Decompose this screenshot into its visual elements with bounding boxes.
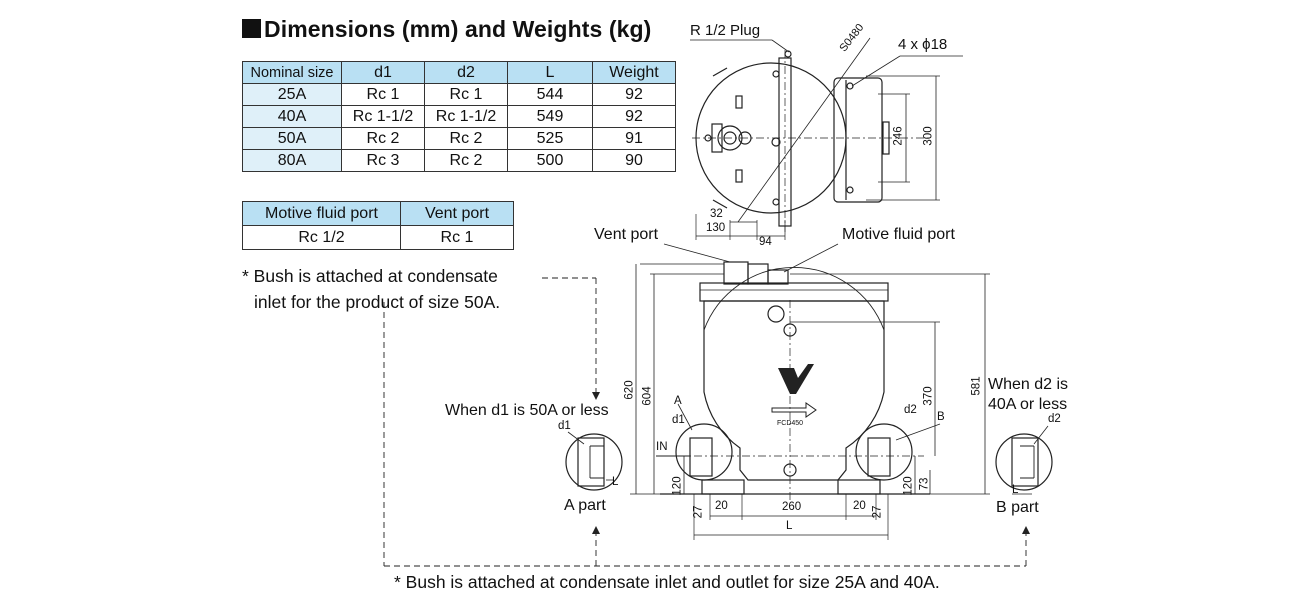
dim-73: 73 [918,477,931,491]
page-title: Dimensions (mm) and Weights (kg) [242,16,651,43]
motive-fluid-port-label: Motive fluid port [842,226,955,243]
header-motive-fluid-port: Motive fluid port [242,201,401,226]
dim-27-left: 27 [692,505,705,519]
dim-20-left: 20 [715,500,728,512]
label-b: B [937,411,945,423]
a-part-label: A part [564,497,606,514]
cell-weight: 90 [592,149,676,172]
cell-nominal-size: 80A [242,149,342,172]
holes-label: 4 x ϕ18 [898,36,948,53]
ports-table: Motive fluid port Vent port Rc 1/2 Rc 1 [242,201,514,250]
note-bush-50a-line2: inlet for the product of size 50A. [254,292,501,312]
label-d2-front: d2 [904,404,917,416]
front-view-top-flange [699,282,889,302]
label-a: A [674,395,682,407]
table-row: 40A Rc 1-1/2 Rc 1-1/2 549 92 [242,105,676,128]
dim-620: 620 [623,380,636,400]
header-d2: d2 [424,61,508,84]
cell-l: 549 [507,105,593,128]
label-l-b: L [1012,484,1019,496]
note-bush-50a-line1: * Bush is attached at condensate [242,266,498,286]
cell-d1: Rc 1-1/2 [341,105,425,128]
dim-l: L [786,520,793,532]
when-d1-label: When d1 is 50A or less [445,402,609,419]
b-part-label: B part [996,499,1039,516]
inlet-circle [675,423,733,481]
logo-text: FCD450 [777,420,804,427]
vent-port-label: Vent port [594,226,659,243]
cell-d2: Rc 2 [424,149,508,172]
cell-nominal-size: 40A [242,105,342,128]
cell-l: 544 [507,83,593,106]
plug-label: R 1/2 Plug [690,22,761,39]
dim-20-right: 20 [853,500,866,512]
cell-l: 500 [507,149,593,172]
square-bullet-icon [242,19,261,38]
table-row: Rc 1/2 Rc 1 [242,225,514,250]
dim-246: 246 [892,126,905,146]
dim-604: 604 [641,386,654,406]
dim-581: 581 [970,376,983,396]
header-weight: Weight [592,61,676,84]
when-d2-line1: When d2 is [988,376,1069,393]
cell-d1: Rc 1 [341,83,425,106]
dim-300: 300 [922,126,935,146]
label-d1-detail: d1 [558,420,571,432]
cell-d2: Rc 1-1/2 [424,105,508,128]
a-part-detail [565,433,623,491]
table-row: 80A Rc 3 Rc 2 500 90 [242,149,676,172]
dim-130: 130 [706,222,726,234]
cell-d1: Rc 3 [341,149,425,172]
table-header-row: Nominal size d1 d2 L Weight [242,61,676,84]
dim-370: 370 [922,386,935,406]
top-view-flange [833,77,883,203]
note-bush-25a-40a: * Bush is attached at condensate inlet a… [394,572,940,592]
cell-nominal-size: 25A [242,83,342,106]
dim-260: 260 [782,501,802,513]
header-nominal-size: Nominal size [242,61,342,84]
cell-d2: Rc 2 [424,127,508,150]
dim-94: 94 [759,236,772,248]
when-d2-line2: 40A or less [988,396,1068,413]
label-d2-detail: d2 [1048,413,1061,425]
label-l-a: L [612,476,619,488]
dim-32: 32 [710,208,723,220]
cell-vent-port: Rc 1 [400,225,514,250]
b-part-detail [995,433,1053,491]
cell-motive-fluid-port: Rc 1/2 [242,225,401,250]
dim-27-right: 27 [871,505,884,519]
dim-120-right: 120 [902,476,915,496]
dim-120-left: 120 [671,476,684,496]
label-in: IN [656,441,668,453]
dimensions-table: Nominal size d1 d2 L Weight 25A Rc 1 Rc … [242,61,676,172]
outlet-circle [855,423,913,481]
label-d1-front: d1 [672,414,685,426]
